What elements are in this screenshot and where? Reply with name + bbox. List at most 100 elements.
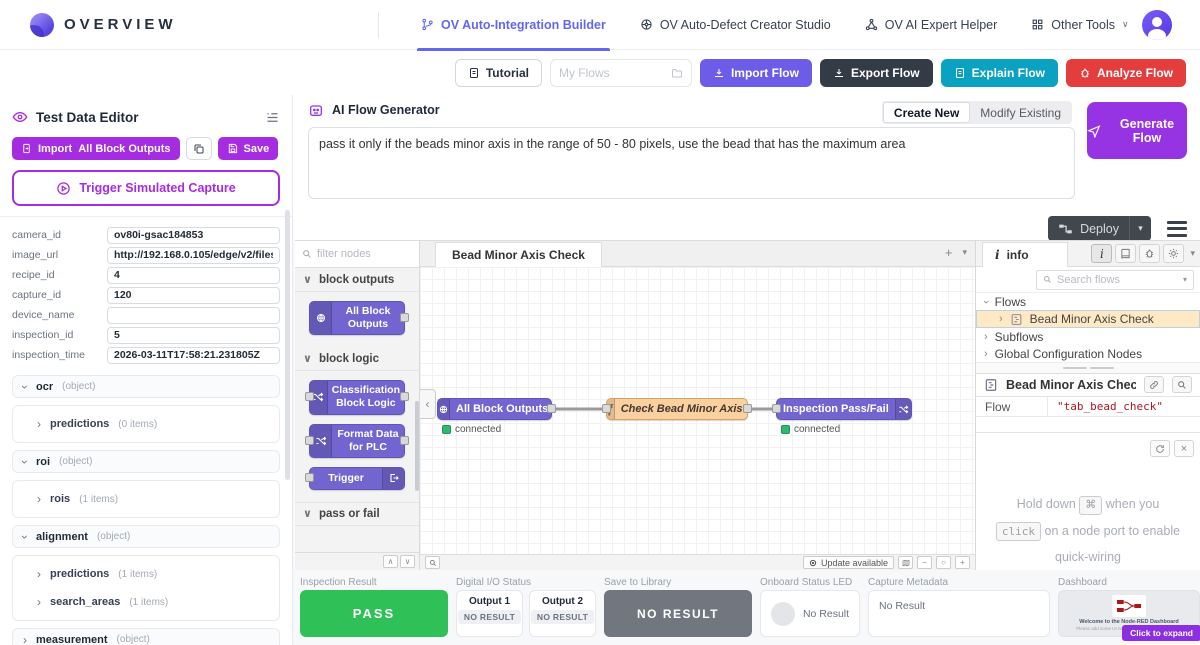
chevron-down-icon: ∨ [303, 353, 312, 366]
capture-metadata-label: Capture Metadata [868, 577, 949, 588]
generate-flow-button[interactable]: Generate Flow [1087, 102, 1187, 159]
create-new-segment[interactable]: Create New [882, 102, 971, 123]
sidebar-splitter[interactable] [976, 362, 1200, 374]
category-label: block outputs [318, 273, 395, 286]
refresh-icon[interactable] [1150, 440, 1170, 458]
tree-node-ocr[interactable]: ›ocr(object) [12, 375, 280, 398]
category-block-outputs[interactable]: ∨block outputs [295, 268, 419, 292]
hamburger-menu-icon[interactable] [1167, 220, 1187, 237]
zoom-in-button[interactable]: + [955, 556, 970, 569]
info-tab[interactable]: i info [982, 242, 1068, 267]
tree-node-ocr-predictions[interactable]: ›predictions(0 items) [13, 410, 279, 438]
output-port[interactable] [547, 404, 556, 413]
my-flows-input[interactable] [558, 65, 665, 80]
tab-auto-defect-creator-studio[interactable]: OV Auto-Defect Creator Studio [640, 0, 831, 50]
explain-flow-button[interactable]: Explain Flow [940, 58, 1058, 87]
palette-node-format-data-for-plc[interactable]: Format Data for PLC [305, 423, 409, 458]
input-port[interactable] [305, 392, 314, 402]
update-available-badge[interactable]: Update available [802, 556, 894, 569]
tree-label: search_areas [50, 596, 121, 608]
flow-row-bead-minor-axis-check[interactable]: › Bead Minor Axis Check [976, 310, 1200, 329]
settings-gear-icon[interactable] [1163, 244, 1185, 263]
deploy-button[interactable]: Deploy ▾ [1048, 216, 1151, 241]
image-url-input[interactable] [107, 246, 280, 264]
camera-id-input[interactable] [107, 226, 280, 244]
tab-auto-integration-builder[interactable]: OV Auto-Integration Builder [417, 0, 610, 51]
search-caret[interactable]: ▾ [1182, 275, 1187, 284]
save-button[interactable]: Save [217, 137, 279, 160]
output-port[interactable] [743, 404, 752, 413]
palette-node-all-block-outputs[interactable]: All Block Outputs [309, 301, 409, 336]
search-icon[interactable] [1172, 376, 1192, 394]
output-port[interactable] [400, 392, 409, 402]
tree-node-rois[interactable]: ›rois(1 items) [13, 485, 279, 513]
click-to-expand-button[interactable]: Click to expand [1122, 625, 1200, 641]
prompt-textarea[interactable]: pass it only if the beads minor axis in … [308, 127, 1075, 199]
input-port[interactable] [305, 435, 314, 445]
flow-canvas[interactable]: ‹ All Block Outputs connected ƒ Check Be… [420, 267, 975, 554]
flow-list-caret[interactable]: ▾ [962, 247, 967, 257]
recipe-id-input[interactable] [107, 266, 280, 284]
subflows-group-row[interactable]: ›Subflows [976, 328, 1200, 345]
tree-node-measurement[interactable]: ›measurement(object) [12, 628, 280, 645]
debug-bug-icon[interactable] [1139, 244, 1161, 263]
analyze-flow-button[interactable]: Analyze Flow [1065, 58, 1186, 87]
zoom-search-button[interactable] [425, 556, 440, 569]
close-icon[interactable]: × [1174, 440, 1194, 458]
palette-node-classification-block-logic[interactable]: Classification Block Logic [305, 380, 409, 415]
input-port[interactable] [305, 473, 314, 483]
flow-tab-bead-minor-axis-check[interactable]: Bead Minor Axis Check [435, 242, 602, 267]
outline-list-icon[interactable] [265, 110, 280, 125]
user-avatar[interactable] [1142, 9, 1172, 40]
help-book-icon[interactable] [1115, 244, 1137, 263]
input-port[interactable] [602, 404, 611, 413]
info-icon-button[interactable]: i [1091, 244, 1113, 263]
output-port[interactable] [400, 435, 409, 445]
collapse-all-button[interactable]: ∧ [383, 555, 398, 568]
output-port[interactable] [400, 313, 409, 323]
palette-scrollbar[interactable] [415, 401, 419, 491]
tutorial-button[interactable]: Tutorial [454, 58, 542, 87]
palette-block-outputs-nodes: All Block Outputs [295, 292, 419, 347]
import-flow-button[interactable]: Import Flow [699, 58, 812, 87]
inspection-id-input[interactable] [107, 326, 280, 344]
search-flows-input[interactable] [1057, 273, 1147, 286]
modify-existing-segment[interactable]: Modify Existing [980, 105, 1061, 120]
input-port[interactable] [772, 404, 781, 413]
canvas-node-inspection-pass-fail[interactable]: Inspection Pass/Fail [772, 398, 912, 420]
tree-node-roi[interactable]: ›roi(object) [12, 450, 280, 473]
palette-node-trigger[interactable]: Trigger [305, 466, 405, 490]
canvas-node-check-bead-minor-axis[interactable]: ƒ Check Bead Minor Axis [602, 398, 752, 420]
add-flow-button[interactable]: + [944, 245, 953, 260]
command-key: ⌘ [1079, 496, 1103, 516]
tree-node-alignment-predictions[interactable]: ›predictions(1 items) [13, 560, 279, 588]
left-panel-scrollbar[interactable] [285, 210, 290, 480]
tree-node-alignment[interactable]: ›alignment(object) [12, 525, 280, 548]
copy-link-icon[interactable] [1144, 376, 1164, 394]
category-pass-or-fail[interactable]: ∨pass or fail [295, 501, 419, 526]
flows-group-row[interactable]: ›Flows [976, 293, 1200, 310]
trigger-simulated-capture-button[interactable]: Trigger Simulated Capture [12, 170, 280, 206]
inspection-time-input[interactable] [107, 346, 280, 364]
export-flow-button[interactable]: Export Flow [819, 58, 933, 87]
import-all-block-outputs-button[interactable]: Import All Block Outputs [12, 137, 180, 160]
navigator-button[interactable] [898, 556, 913, 569]
copy-button[interactable] [185, 137, 212, 160]
category-block-logic[interactable]: ∨block logic [295, 347, 419, 372]
tree-node-search-areas[interactable]: ›search_areas(1 items) [13, 588, 279, 616]
global-config-row[interactable]: ›Global Configuration Nodes [976, 345, 1200, 362]
device-name-input[interactable] [107, 306, 280, 324]
canvas-node-all-block-outputs[interactable]: All Block Outputs [437, 398, 556, 420]
tab-ai-expert-helper[interactable]: OV AI Expert Helper [865, 0, 997, 50]
node-status-connected: connected [442, 424, 501, 435]
capture-id-input[interactable] [107, 286, 280, 304]
expand-all-button[interactable]: ∨ [400, 555, 415, 568]
filter-nodes-input[interactable] [317, 248, 397, 260]
zoom-out-button[interactable]: − [917, 556, 932, 569]
deploy-caret[interactable]: ▾ [1129, 216, 1151, 241]
sidebar-caret[interactable]: ▾ [1190, 248, 1195, 258]
dashboard-card[interactable]: Welcome to the Node-RED Dashboard Please… [1058, 590, 1200, 641]
palette-collapse-button[interactable]: ‹ [420, 389, 436, 419]
tab-other-tools[interactable]: Other Tools ∨ [1031, 0, 1129, 50]
zoom-reset-button[interactable]: ○ [936, 556, 951, 569]
